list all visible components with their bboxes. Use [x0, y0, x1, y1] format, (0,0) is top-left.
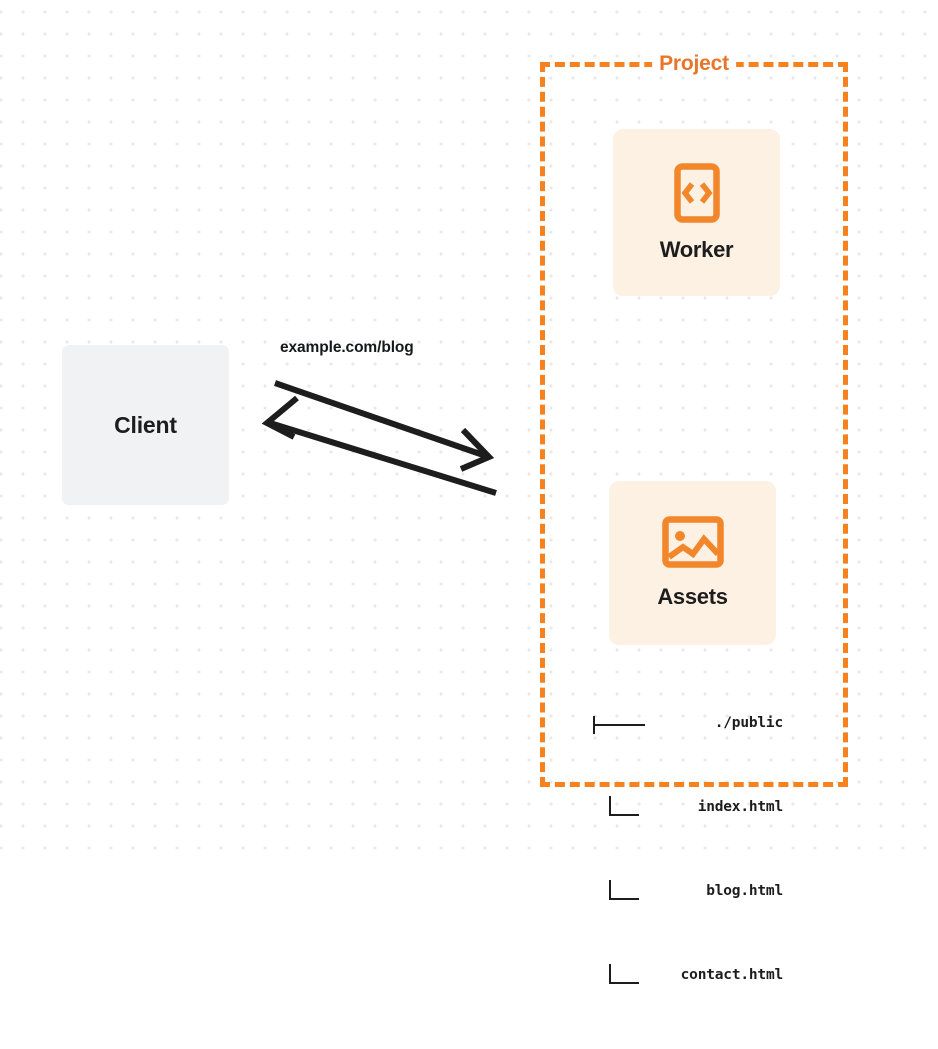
file-tree-name: ./public	[714, 715, 783, 731]
response-arrow	[261, 395, 497, 496]
file-tree-name: contact.html	[680, 967, 784, 983]
connector-arrows-svg	[261, 380, 497, 496]
connector-group: example.com/blog	[250, 330, 520, 520]
worker-card-label: Worker	[659, 236, 734, 262]
request-arrow	[274, 380, 495, 472]
code-brackets-icon	[673, 162, 720, 223]
image-icon	[661, 516, 724, 568]
file-tree-row: blog.html	[585, 880, 783, 902]
client-node-label: Client	[114, 411, 177, 438]
request-url-label: example.com/blog	[280, 339, 414, 356]
tree-branch-root-icon	[585, 713, 649, 734]
file-tree-row: index.html	[585, 796, 784, 818]
file-tree-name: index.html	[697, 799, 784, 815]
assets-card[interactable]: Assets	[609, 481, 776, 645]
project-title: Project	[652, 52, 736, 76]
assets-card-label: Assets	[657, 584, 728, 609]
client-node[interactable]: Client	[62, 345, 229, 505]
file-tree-row: ./public	[585, 713, 783, 734]
tree-branch-child-icon	[585, 796, 649, 818]
project-container: Project	[540, 52, 848, 787]
file-tree-row: contact.html	[585, 964, 784, 986]
tree-branch-child-icon	[585, 964, 649, 986]
tree-branch-child-icon	[585, 880, 649, 902]
assets-file-tree: ./public index.html blog.html contact.ht…	[585, 650, 783, 1049]
diagram-canvas: Client example.com/blog Project	[0, 0, 938, 984]
worker-card[interactable]: Worker	[613, 129, 780, 296]
file-tree-name: blog.html	[706, 883, 783, 899]
